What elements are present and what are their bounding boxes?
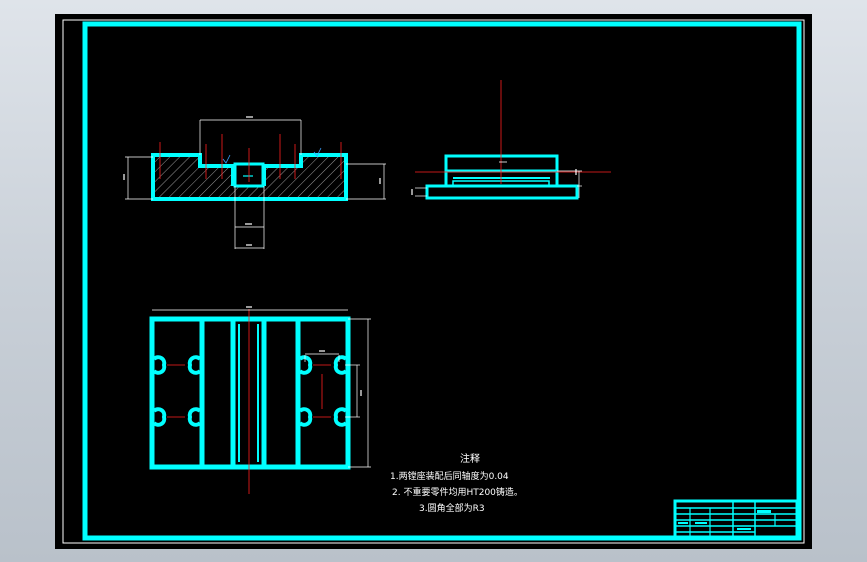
bolt-boss [298, 355, 313, 375]
technical-notes: 注释 1.两镗座装配后同轴度为0.04 2. 不重要零件均用HT200铸造。 3… [390, 452, 550, 517]
bolt-boss [333, 355, 348, 375]
bolt-boss [187, 355, 202, 375]
notes-title: 注释 [460, 454, 480, 465]
note-line-1: 1.两镗座装配后同轴度为0.04 [390, 472, 509, 482]
side-base-plate [425, 184, 579, 200]
bolt-boss [187, 407, 202, 427]
bolt-boss [152, 407, 167, 427]
title-block-cell [737, 528, 751, 530]
title-block [673, 499, 799, 539]
side-view [411, 80, 611, 200]
title-block-cell [678, 522, 688, 524]
bolt-boss [298, 407, 313, 427]
note-line-3: 3.圆角全部为R3 [419, 504, 485, 514]
title-block-frame [673, 499, 799, 539]
plan-outline [149, 316, 351, 470]
note-line-2: 2. 不重要零件均用HT200铸造。 [392, 488, 523, 498]
front-section-view [123, 116, 386, 249]
bolt-boss [152, 355, 167, 375]
title-block-cell [695, 522, 707, 524]
drawing-canvas[interactable]: 注释 1.两镗座装配后同轴度为0.04 2. 不重要零件均用HT200铸造。 3… [55, 14, 812, 549]
roughness-mark [313, 147, 322, 157]
side-top-block [444, 154, 559, 173]
drawing-frame [82, 21, 802, 541]
outer-border [62, 19, 805, 544]
cad-drawing [62, 19, 805, 544]
plan-view [149, 306, 371, 494]
bolt-boss [333, 407, 348, 427]
roughness-mark [222, 154, 231, 164]
title-block-cell [757, 510, 771, 513]
